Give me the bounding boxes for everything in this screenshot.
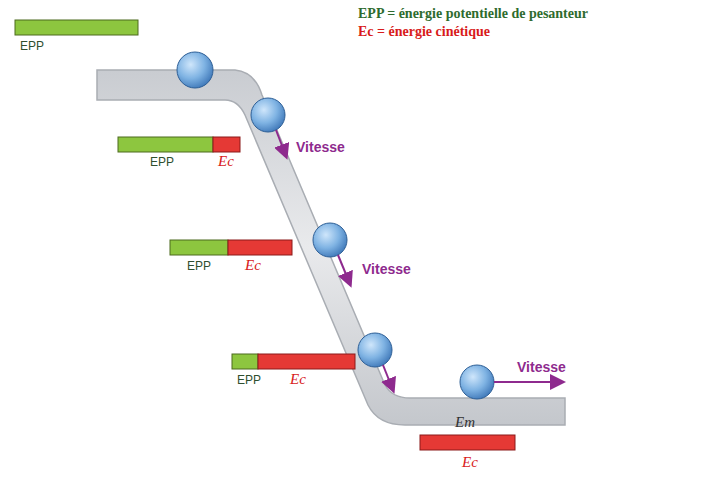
velocity-arrow [276, 130, 286, 156]
energy-label: Ec [245, 257, 261, 274]
energy-label: Ec [290, 371, 306, 388]
velocity-arrow [494, 381, 562, 383]
ball [251, 98, 285, 132]
energy-label: EPP [237, 374, 261, 387]
ec-bar [228, 240, 292, 255]
velocity-label: Vitesse [517, 360, 566, 375]
energy-label: Ec [462, 454, 478, 471]
velocity-arrow [338, 255, 350, 284]
ec-bar [213, 137, 240, 152]
ec-bar [258, 354, 355, 369]
energy-label: Em [455, 414, 475, 431]
ball [358, 333, 392, 367]
energy-label: EPP [187, 260, 211, 273]
energy-label: Ec [218, 153, 234, 170]
legend-entry: Ec = énergie cinétique [358, 24, 490, 39]
ramp [97, 70, 565, 425]
velocity-label: Vitesse [296, 140, 345, 155]
epp-bar [232, 354, 258, 369]
energy-label: EPP [150, 156, 174, 169]
epp-bar [170, 240, 228, 255]
energy-label: EPP [20, 40, 44, 53]
legend-entry: EPP = énergie potentielle de pesanteur [358, 6, 588, 21]
epp-bar [118, 137, 213, 152]
velocity-arrow [383, 365, 393, 390]
velocity-label: Vitesse [362, 262, 411, 277]
ball [460, 365, 494, 399]
ec-bar [420, 435, 515, 450]
ball [177, 52, 213, 88]
ball [313, 223, 347, 257]
epp-bar [15, 20, 138, 35]
